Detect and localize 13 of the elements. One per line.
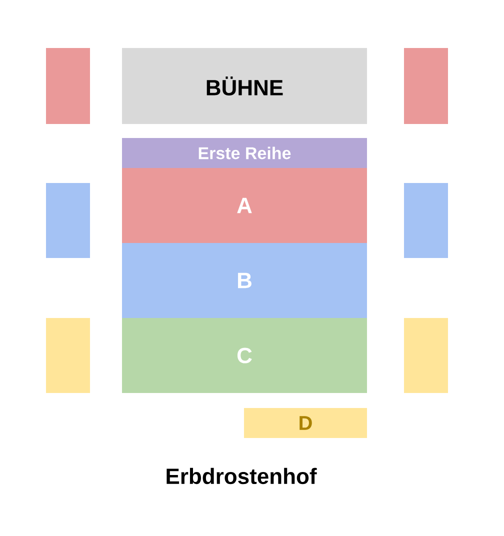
side-block [46, 48, 90, 124]
seat-block: D [244, 408, 367, 438]
side-block [404, 183, 448, 258]
side-block [46, 183, 90, 258]
side-block [404, 318, 448, 393]
seat-block: B [122, 243, 367, 318]
venue-title: Erbdrostenhof [166, 468, 317, 484]
side-block [404, 48, 448, 124]
seat-block: A [122, 168, 367, 243]
side-block [46, 318, 90, 393]
stage-box: BÜHNE [122, 48, 367, 124]
seat-row-box: Erste Reihe [122, 138, 367, 168]
seat-block: C [122, 318, 367, 393]
